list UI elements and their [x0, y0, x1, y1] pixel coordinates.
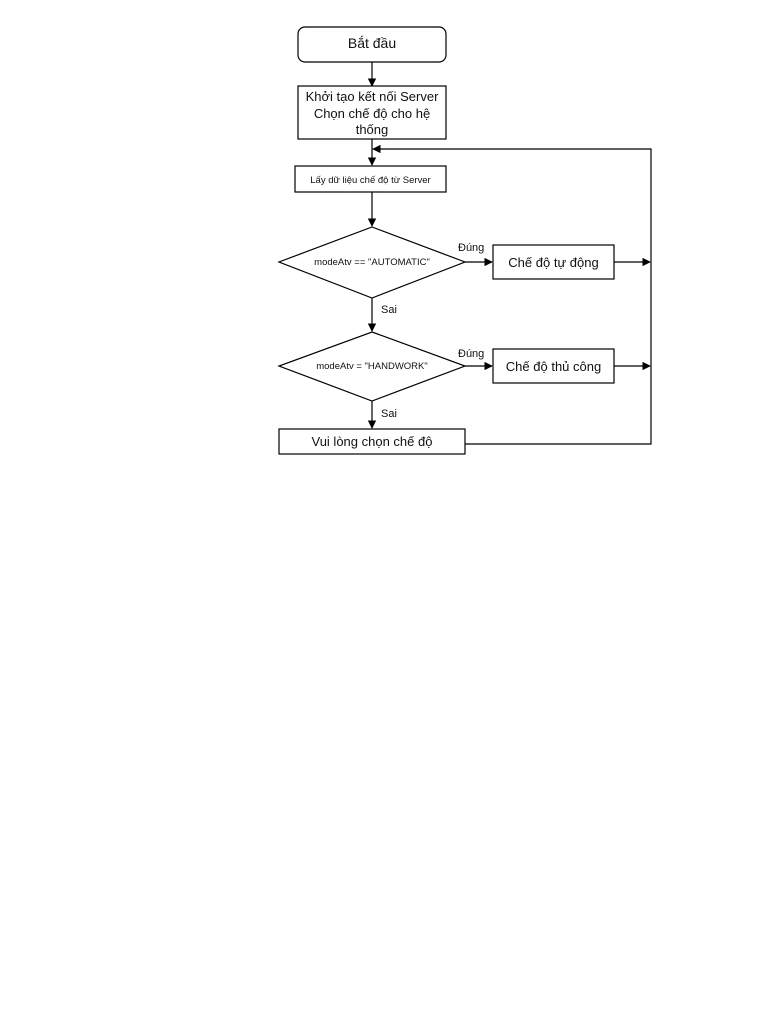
start-label: Bắt đầu [348, 35, 396, 51]
hand-mode-node [492, 348, 615, 384]
fetch-label: Lấy dữ liệu chế độ từ Server [310, 175, 430, 186]
decision-automatic-label: modeAtv == "AUTOMATIC" [314, 257, 430, 268]
init-label-line1: Khởi tạo kết nối Server [306, 89, 439, 104]
choose-mode-node [278, 428, 466, 455]
init-label-line2: Chọn chế độ cho hệ [314, 106, 430, 121]
choose-mode-label: Vui lòng chọn chế độ [312, 434, 433, 449]
hand-mode-label: Chế độ thủ công [506, 359, 601, 374]
decision-handwork-label: modeAtv = "HANDWORK" [316, 361, 428, 372]
edge-label-hand-yes: Đúng [458, 348, 484, 360]
start-node [297, 26, 447, 63]
init-label-line3: thống [356, 122, 389, 137]
auto-mode-node [492, 244, 615, 280]
decision-automatic-node [277, 226, 467, 299]
edge-loop-back [372, 144, 652, 445]
init-node [297, 85, 447, 140]
auto-mode-label: Chế độ tự động [508, 255, 598, 270]
edge-label-auto-yes: Đúng [458, 242, 484, 254]
edge-label-hand-no: Sai [381, 408, 397, 420]
edge-label-auto-no: Sai [381, 304, 397, 316]
fetch-node [294, 165, 447, 193]
decision-handwork-node [277, 331, 467, 402]
